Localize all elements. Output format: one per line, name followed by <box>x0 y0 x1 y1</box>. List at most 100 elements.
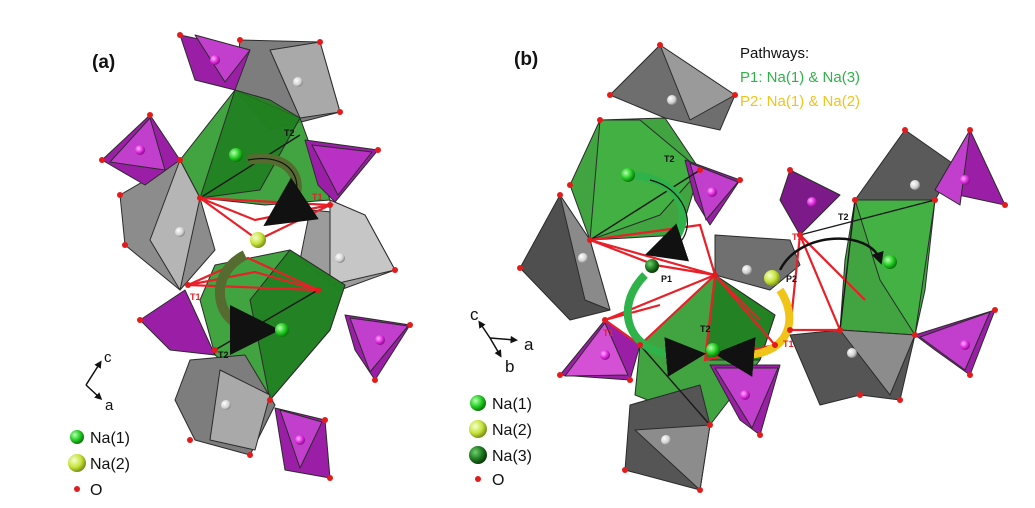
magenta-atom <box>960 175 970 185</box>
t2-label: T2 <box>700 324 711 334</box>
gray-atom <box>293 77 303 87</box>
t1-label: T1 <box>792 232 803 242</box>
legend-na2-swatch <box>68 454 86 472</box>
na3-atom <box>645 259 659 273</box>
legend-na3-swatch <box>469 446 487 464</box>
magenta-atom <box>707 187 717 197</box>
p1-arrow <box>629 171 690 262</box>
magenta-atom <box>807 197 817 207</box>
legend-o-label: O <box>90 482 102 499</box>
legend-na2-swatch <box>469 420 487 438</box>
tetrahedron <box>194 34 251 83</box>
na1-atom <box>229 148 243 162</box>
pathways-legend: Pathways: P1: Na(1) & Na(3) P2: Na(1) & … <box>740 45 860 110</box>
legend-na2-label: Na(2) <box>492 422 532 439</box>
t1-bonds <box>589 223 717 277</box>
t2-edge <box>799 199 936 236</box>
axes-indicator-a: c a <box>85 349 114 414</box>
gray-atom <box>335 253 345 263</box>
tetrahedron <box>919 311 991 371</box>
oxygen-atoms <box>517 42 1008 493</box>
octahedron <box>209 369 271 451</box>
axis-c-label: c <box>104 349 112 366</box>
gray-atom <box>578 253 588 263</box>
octahedron <box>329 199 396 286</box>
magenta-atom <box>740 390 750 400</box>
axis-a-label: a <box>524 335 534 354</box>
pathways-title: Pathways: <box>740 45 809 62</box>
axis-c-label: c <box>470 305 479 324</box>
tetrahedron <box>109 117 166 171</box>
na2-atom <box>764 270 780 286</box>
tetrahedron <box>311 144 373 196</box>
magenta-atom <box>295 435 305 445</box>
t2-edge <box>589 169 701 241</box>
green-prism <box>199 89 301 199</box>
t1-label: T1 <box>783 339 794 349</box>
gray-atom <box>910 180 920 190</box>
axes-indicator-b: c a b <box>470 305 534 376</box>
pathway-p1-text: P1: Na(1) & Na(3) <box>740 69 860 86</box>
octahedron <box>149 159 201 291</box>
legend-na3-label: Na(3) <box>492 448 532 465</box>
t2-label: T2 <box>284 128 295 138</box>
t1-bonds <box>187 256 319 292</box>
p2-arrow-black <box>778 237 884 271</box>
legend-a: Na(1) Na(2) O <box>68 430 130 499</box>
t1-label: T1 <box>603 328 614 338</box>
p2-label: P2 <box>786 274 797 284</box>
na1-atom <box>275 323 289 337</box>
tetrahedron <box>139 289 216 356</box>
octahedron <box>634 424 711 491</box>
tetrahedron <box>564 322 629 377</box>
na1-atom <box>706 343 720 357</box>
legend-b: Na(1) Na(2) Na(3) O <box>469 395 532 489</box>
panel-b: T2 P1 P2 T1 T2 T1 T2 T1 (b) Pathways: P1… <box>469 42 1008 493</box>
t2-edge <box>839 199 856 331</box>
octahedron <box>559 194 611 311</box>
legend-o-swatch <box>475 476 481 482</box>
magenta-atom <box>210 55 220 65</box>
gray-atom <box>175 227 185 237</box>
na1-atom <box>883 255 897 269</box>
t2-label: T2 <box>218 350 229 360</box>
axis-a-label: a <box>105 397 114 414</box>
magenta-atom <box>600 350 610 360</box>
tetrahedron <box>349 317 409 373</box>
tetrahedron <box>934 129 971 206</box>
panel-a-label: (a) <box>92 52 115 73</box>
panel-a: T2 T1 T1 T2 (a) c a Na(1) Na(2) O <box>68 32 413 499</box>
gray-atom <box>847 348 857 358</box>
gray-atom <box>221 400 231 410</box>
t2-edge <box>199 134 301 199</box>
legend-na1-label: Na(1) <box>492 396 532 413</box>
p1-arrow-black <box>649 179 688 251</box>
migration-arrow-outline <box>247 158 298 216</box>
p1-arrow <box>623 272 706 377</box>
gray-atom <box>742 265 752 275</box>
octahedron <box>659 44 736 121</box>
p2-arrow <box>714 287 794 377</box>
gray-atom <box>661 435 671 445</box>
magenta-atom <box>960 340 970 350</box>
migration-arrow <box>215 250 280 355</box>
magenta-atom <box>375 335 385 345</box>
t2-edge <box>639 344 711 426</box>
legend-na2-label: Na(2) <box>90 456 130 473</box>
gray-atom <box>667 95 677 105</box>
t2-label: T2 <box>838 212 849 222</box>
legend-na1-label: Na(1) <box>90 430 130 447</box>
na1-atom <box>621 168 635 182</box>
magenta-atom <box>135 145 145 155</box>
t2-label: T2 <box>664 154 675 164</box>
legend-o-swatch <box>74 486 80 492</box>
p1-label: P1 <box>661 274 672 284</box>
na2-atom <box>250 232 266 248</box>
octahedron <box>839 329 916 396</box>
panel-b-label: (b) <box>514 49 538 70</box>
legend-na1-swatch <box>470 395 486 411</box>
legend-o-label: O <box>492 472 504 489</box>
oxygen-atoms <box>99 32 413 481</box>
legend-na1-swatch <box>70 430 84 444</box>
